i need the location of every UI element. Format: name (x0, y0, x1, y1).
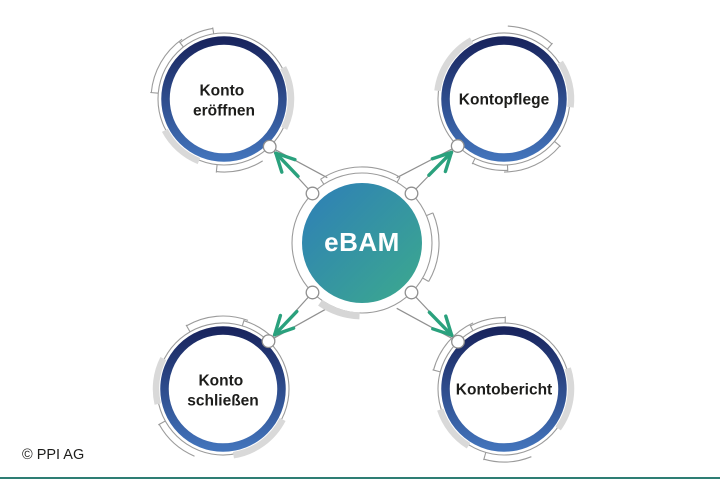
satellite-circle (160, 326, 286, 452)
satellite-label: Kontobericht (456, 382, 552, 399)
connector-line-secondary (396, 307, 459, 343)
node-dot (305, 186, 320, 201)
connector-line-secondary (269, 146, 328, 179)
satellite-label: Kontopflege (459, 92, 550, 109)
arrow-up-right-icon (427, 150, 454, 177)
satellite-kontobericht: Kontobericht (419, 306, 583, 473)
hub-outer-ring (291, 172, 433, 314)
node-dot (305, 285, 320, 300)
satellite-label: Konto schließen (187, 373, 259, 410)
arrow-up-left-icon (274, 151, 300, 179)
node-dot (404, 186, 419, 201)
satellite-kontopflege: Kontopflege (408, 0, 607, 200)
connection-nodes (261, 139, 465, 349)
node-dot (261, 334, 276, 349)
node-dot (450, 139, 465, 153)
copyright-text: © PPI AG (22, 447, 84, 463)
node-dot (451, 334, 465, 349)
arrow-down-right-icon (427, 310, 454, 337)
node-dot (262, 139, 277, 154)
connector-line-secondary (396, 145, 458, 179)
hub-ebam: eBAM (291, 166, 440, 320)
arrows (273, 150, 454, 337)
node-dot (404, 285, 419, 300)
satellite-circle (441, 36, 567, 162)
satellite-circle (441, 326, 567, 452)
footer-rule (0, 477, 720, 479)
satellite-label: Konto eröffnen (193, 83, 255, 120)
arrow-down-left-icon (273, 309, 299, 337)
satellite-konto-schliessen: Konto schließen (120, 288, 320, 487)
hub-label: eBAM (324, 227, 400, 257)
connector-line-secondary (268, 307, 328, 342)
satellite-konto-eroeffnen: Konto eröffnen (150, 27, 291, 172)
hub-accent-arc (318, 299, 360, 320)
satellite-circle (161, 36, 287, 162)
hub-circle (302, 183, 422, 303)
